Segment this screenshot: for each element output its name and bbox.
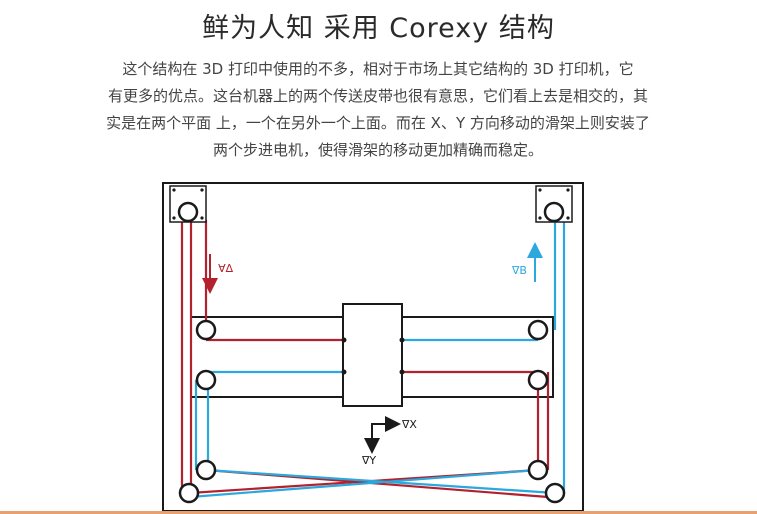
description-line-3: 实是在两个平面 上，一个在另外一个上面。而在 X、Y 方向移动的滑架上则安装了 <box>106 114 650 132</box>
pulley-gantry-top-right <box>527 319 549 341</box>
pulley-gantry-bottom-left <box>195 369 217 391</box>
page-title: 鲜为人知 采用 Corexy 结构 <box>202 13 555 44</box>
description-line-4: 两个步进电机，使得滑架的移动更加精确而稳定。 <box>212 141 543 159</box>
pulley-gantry-bottom-right <box>527 369 549 391</box>
arrow-axis-xy <box>371 416 401 444</box>
pulleys <box>178 319 566 504</box>
description-line-1: 这个结构在 3D 打印中使用的不多，相对于市场上其它结构的 3D 打印机，它 <box>122 60 634 78</box>
label-motor-a: ∇A <box>218 261 234 274</box>
stepper-motor-a <box>169 185 207 223</box>
pulley-corner-bottom-right <box>544 482 566 504</box>
belt-b <box>189 212 566 499</box>
bottom-accent-bar <box>0 511 757 514</box>
pulley-gantry-top-left <box>195 319 217 341</box>
pulley-inner-bottom-left <box>195 459 217 481</box>
pulley-corner-bottom-left <box>178 482 200 504</box>
label-motor-b: ∇B <box>511 264 527 277</box>
label-axis-y: ∇Y <box>361 454 376 467</box>
label-axis-x: ∇X <box>401 418 417 431</box>
pulley-inner-bottom-right <box>527 459 549 481</box>
carriage <box>342 303 403 407</box>
description-line-2: 有更多的优点。这台机器上的两个传送皮带也很有意思，它们看上去是相交的，其 <box>107 87 648 105</box>
stepper-motor-b <box>535 185 573 223</box>
